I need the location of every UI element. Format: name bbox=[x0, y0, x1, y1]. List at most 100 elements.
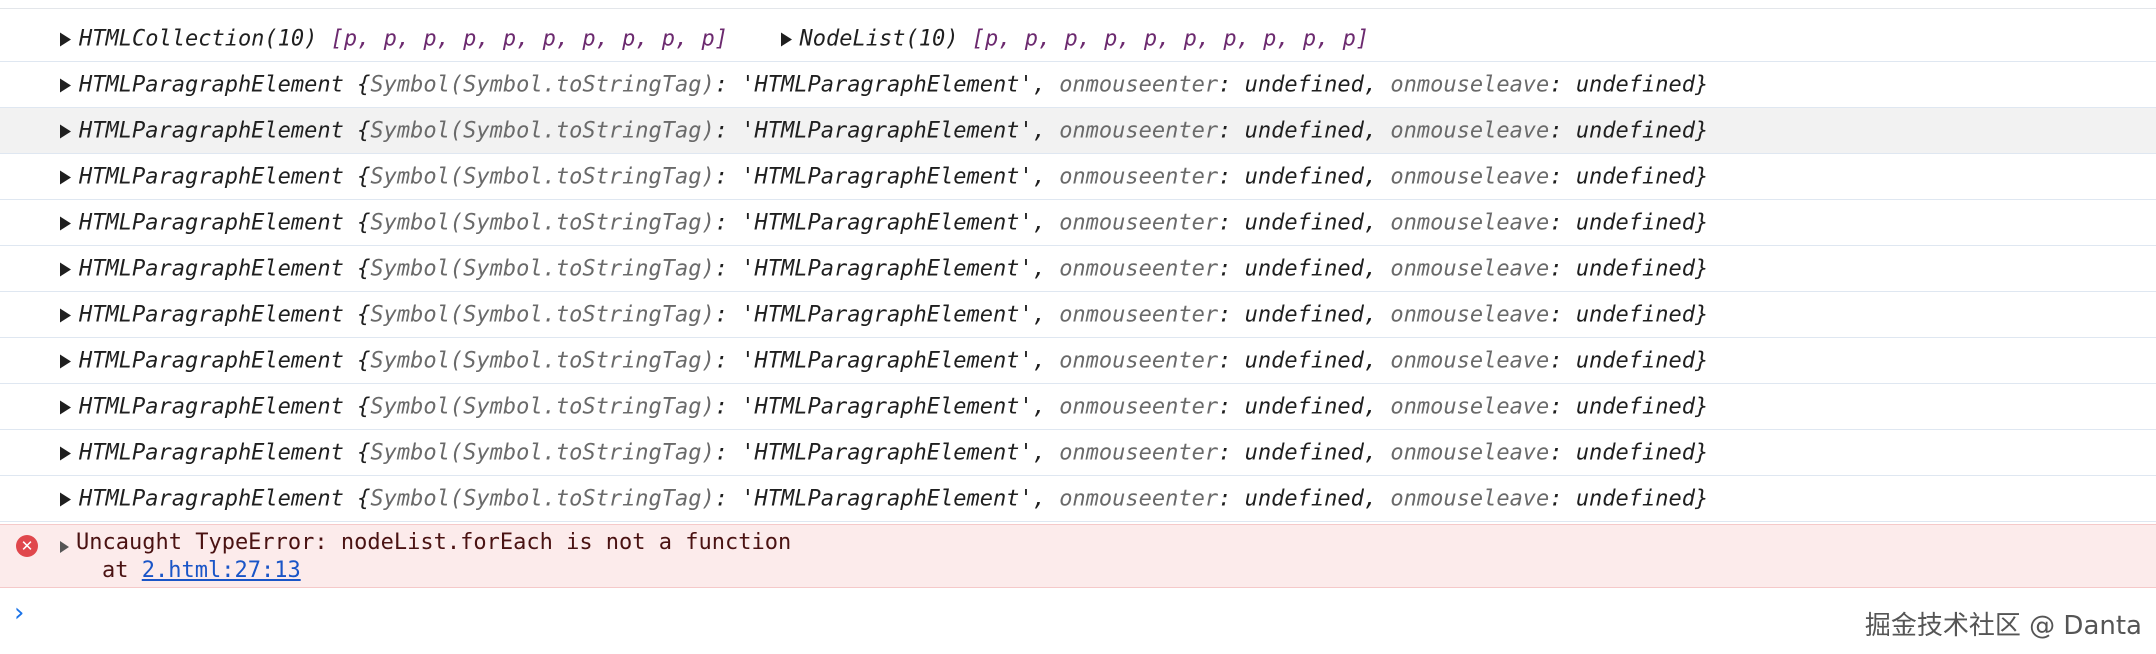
console-row-element: HTMLParagraphElement {Symbol(Symbol.toSt… bbox=[0, 292, 2156, 338]
prop-key: onmouseenter bbox=[1059, 72, 1219, 97]
expand-element-toggle[interactable]: HTMLParagraphElement bbox=[60, 210, 344, 235]
prop-value: undefined bbox=[1575, 210, 1696, 235]
console-line: HTMLParagraphElement {Symbol(Symbol.toSt… bbox=[60, 210, 1708, 235]
expand-triangle-icon bbox=[60, 216, 71, 230]
element-name: HTMLParagraphElement bbox=[79, 302, 344, 327]
nodelist-label: NodeList(10) bbox=[799, 26, 959, 51]
expand-element-toggle[interactable]: HTMLParagraphElement bbox=[60, 348, 344, 373]
expand-triangle-icon bbox=[60, 492, 71, 506]
prop-key: onmouseenter bbox=[1059, 348, 1219, 373]
console-row-element: HTMLParagraphElement {Symbol(Symbol.toSt… bbox=[0, 246, 2156, 292]
prop-value: undefined bbox=[1575, 440, 1696, 465]
symbol-value: 'HTMLParagraphElement' bbox=[741, 486, 1033, 511]
prop-value: undefined bbox=[1575, 164, 1696, 189]
error-x-icon: ✕ bbox=[16, 535, 38, 557]
prop-value: undefined bbox=[1244, 348, 1364, 373]
console-prompt[interactable]: › bbox=[14, 598, 24, 628]
error-stack-line: at 2.html:27:13 bbox=[102, 558, 301, 583]
expand-element-toggle[interactable]: HTMLParagraphElement bbox=[60, 394, 344, 419]
expand-element-toggle[interactable]: HTMLParagraphElement bbox=[60, 440, 344, 465]
console-line: HTMLParagraphElement {Symbol(Symbol.toSt… bbox=[60, 486, 1708, 511]
console-line: HTMLParagraphElement {Symbol(Symbol.toSt… bbox=[60, 302, 1708, 327]
error-text: Uncaught TypeError: nodeList.forEach is … bbox=[76, 530, 792, 555]
prop-key: onmouseleave bbox=[1390, 164, 1550, 189]
symbol-value: 'HTMLParagraphElement' bbox=[741, 72, 1033, 97]
prop-value: undefined bbox=[1575, 118, 1696, 143]
prop-value: undefined bbox=[1244, 440, 1364, 465]
symbol-value: 'HTMLParagraphElement' bbox=[741, 348, 1033, 373]
prop-key: onmouseleave bbox=[1390, 256, 1550, 281]
prop-key: onmouseleave bbox=[1390, 72, 1550, 97]
element-name: HTMLParagraphElement bbox=[79, 164, 344, 189]
expand-collection-toggle[interactable]: HTMLCollection(10) bbox=[60, 26, 317, 51]
prop-value: undefined bbox=[1244, 164, 1364, 189]
element-name: HTMLParagraphElement bbox=[79, 118, 344, 143]
element-name: HTMLParagraphElement bbox=[79, 256, 344, 281]
prop-value: undefined bbox=[1575, 72, 1696, 97]
prop-value: undefined bbox=[1244, 302, 1364, 327]
prop-value: undefined bbox=[1244, 210, 1364, 235]
console-line: HTMLCollection(10) [p, p, p, p, p, p, p,… bbox=[60, 26, 1369, 51]
collection-label: HTMLCollection(10) bbox=[79, 26, 318, 51]
symbol-key: Symbol(Symbol.toStringTag) bbox=[370, 440, 715, 465]
prop-key: onmouseleave bbox=[1390, 118, 1550, 143]
prop-key: onmouseleave bbox=[1390, 302, 1550, 327]
symbol-value: 'HTMLParagraphElement' bbox=[741, 394, 1033, 419]
expand-element-toggle[interactable]: HTMLParagraphElement bbox=[60, 486, 344, 511]
symbol-key: Symbol(Symbol.toStringTag) bbox=[370, 348, 715, 373]
stack-at-label: at bbox=[102, 558, 129, 583]
symbol-value: 'HTMLParagraphElement' bbox=[741, 256, 1033, 281]
prop-value: undefined bbox=[1575, 302, 1696, 327]
symbol-key: Symbol(Symbol.toStringTag) bbox=[370, 302, 715, 327]
expand-triangle-icon bbox=[60, 308, 71, 322]
expand-triangle-icon bbox=[60, 170, 71, 184]
expand-triangle-icon bbox=[780, 32, 792, 46]
prop-value: undefined bbox=[1575, 394, 1696, 419]
expand-element-toggle[interactable]: HTMLParagraphElement bbox=[60, 164, 344, 189]
expand-element-toggle[interactable]: HTMLParagraphElement bbox=[60, 72, 344, 97]
prop-key: onmouseenter bbox=[1059, 302, 1219, 327]
console-row-element: HTMLParagraphElement {Symbol(Symbol.toSt… bbox=[0, 338, 2156, 384]
console-line: HTMLParagraphElement {Symbol(Symbol.toSt… bbox=[60, 394, 1708, 419]
console-line: HTMLParagraphElement {Symbol(Symbol.toSt… bbox=[60, 348, 1708, 373]
console-row-element: HTMLParagraphElement {Symbol(Symbol.toSt… bbox=[0, 430, 2156, 476]
symbol-value: 'HTMLParagraphElement' bbox=[741, 440, 1033, 465]
prop-key: onmouseenter bbox=[1059, 440, 1219, 465]
console-row-element: HTMLParagraphElement {Symbol(Symbol.toSt… bbox=[0, 384, 2156, 430]
symbol-key: Symbol(Symbol.toStringTag) bbox=[370, 164, 715, 189]
expand-triangle-icon bbox=[60, 446, 71, 460]
expand-triangle-icon bbox=[60, 262, 71, 276]
expand-error-toggle-icon[interactable] bbox=[60, 541, 69, 553]
console-line: HTMLParagraphElement {Symbol(Symbol.toSt… bbox=[60, 164, 1708, 189]
prop-key: onmouseleave bbox=[1390, 348, 1550, 373]
console-row-element: HTMLParagraphElement {Symbol(Symbol.toSt… bbox=[0, 62, 2156, 108]
element-name: HTMLParagraphElement bbox=[79, 394, 344, 419]
stack-source-link[interactable]: 2.html:27:13 bbox=[141, 558, 301, 583]
expand-element-toggle[interactable]: HTMLParagraphElement bbox=[60, 302, 344, 327]
prop-key: onmouseenter bbox=[1059, 210, 1219, 235]
prop-key: onmouseenter bbox=[1059, 394, 1219, 419]
element-name: HTMLParagraphElement bbox=[79, 210, 344, 235]
symbol-key: Symbol(Symbol.toStringTag) bbox=[370, 210, 715, 235]
symbol-value: 'HTMLParagraphElement' bbox=[741, 118, 1033, 143]
element-name: HTMLParagraphElement bbox=[79, 348, 344, 373]
expand-element-toggle[interactable]: HTMLParagraphElement bbox=[60, 118, 344, 143]
expand-nodelist-toggle[interactable]: NodeList(10) bbox=[780, 26, 959, 51]
expand-triangle-icon bbox=[60, 32, 71, 46]
prop-key: onmouseleave bbox=[1390, 440, 1550, 465]
expand-element-toggle[interactable]: HTMLParagraphElement bbox=[60, 256, 344, 281]
symbol-key: Symbol(Symbol.toStringTag) bbox=[370, 394, 715, 419]
prop-value: undefined bbox=[1244, 486, 1364, 511]
expand-triangle-icon bbox=[60, 78, 71, 92]
symbol-key: Symbol(Symbol.toStringTag) bbox=[370, 118, 715, 143]
console-line: HTMLParagraphElement {Symbol(Symbol.toSt… bbox=[60, 440, 1708, 465]
prop-key: onmouseenter bbox=[1059, 118, 1219, 143]
expand-triangle-icon bbox=[60, 354, 71, 368]
prop-key: onmouseenter bbox=[1059, 486, 1219, 511]
prop-value: undefined bbox=[1575, 486, 1696, 511]
prop-value: undefined bbox=[1244, 72, 1364, 97]
symbol-key: Symbol(Symbol.toStringTag) bbox=[370, 486, 715, 511]
console-line: HTMLParagraphElement {Symbol(Symbol.toSt… bbox=[60, 72, 1708, 97]
console-row-element: HTMLParagraphElement {Symbol(Symbol.toSt… bbox=[0, 108, 2156, 154]
expand-triangle-icon bbox=[60, 124, 71, 138]
